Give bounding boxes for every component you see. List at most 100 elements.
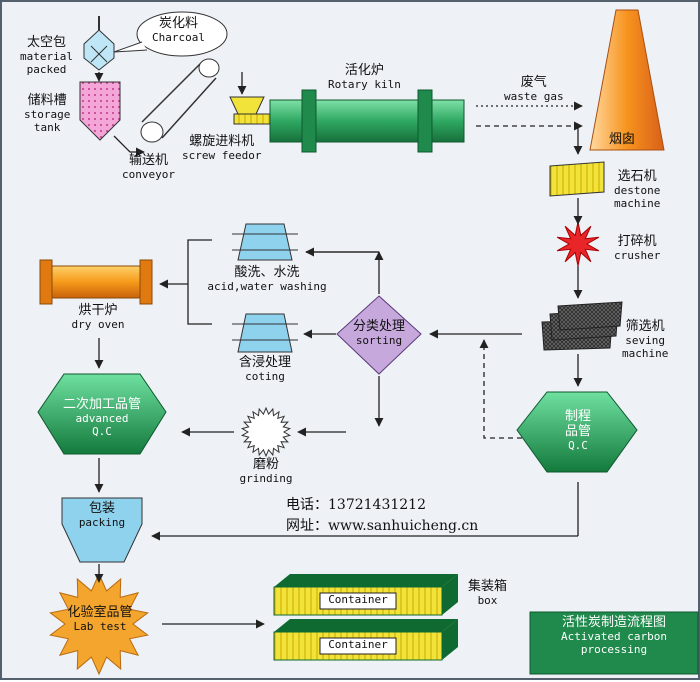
chimney-icon	[589, 9, 665, 151]
container-label-2: Container	[320, 638, 396, 652]
title-box-label: 活性炭制造流程图 Activated carbon processing	[530, 615, 698, 656]
title-zh: 活性炭制造流程图	[561, 615, 666, 630]
conveyor-label: 输送机 conveyor	[122, 153, 175, 182]
title-en2: processing	[580, 642, 648, 656]
container2-text: Container	[328, 638, 388, 651]
charcoal-zh: 炭化料	[158, 16, 198, 31]
sorting-en: sorting	[355, 333, 403, 347]
charcoal-en: Charcoal	[152, 30, 205, 44]
rotary-kiln-icon	[269, 89, 465, 153]
lab-test-label: 化验室品管 Lab test	[48, 605, 152, 634]
dry-oven-en: dry oven	[71, 317, 125, 331]
grinding-en: grinding	[239, 471, 293, 485]
advanced-qc-hexagon	[37, 373, 167, 455]
screw-feeder-label: 螺旋进料机 screw feedor	[182, 134, 262, 163]
destone-en1: destone	[614, 183, 661, 197]
packing-label: 包装 packing	[66, 501, 138, 530]
advanced-qc-en2: Q.C	[92, 424, 112, 438]
website-text: 网址：www.sanhuicheng.cn	[286, 518, 479, 534]
charcoal-bubble	[136, 11, 228, 57]
material-packed-label: 太空包 material packed	[20, 35, 73, 76]
container-label-1: Container	[320, 593, 396, 607]
sorting-zh: 分类处理	[352, 319, 405, 334]
advanced-qc-zh: 二次加工品管	[62, 397, 141, 412]
grinding-icon	[240, 406, 292, 458]
process-qc-hexagon	[516, 391, 638, 473]
material-packed-en1: material	[20, 49, 73, 63]
process-qc-zh2: 品管	[564, 423, 591, 439]
material-packed-zh: 太空包	[26, 35, 66, 50]
phone-text: 电话：13721431212	[286, 497, 426, 513]
acid-wash-icon	[232, 223, 298, 261]
grinding-zh: 磨粉	[252, 457, 279, 472]
storage-tank-icon	[79, 81, 121, 141]
flow-arrows	[94, 72, 583, 629]
lab-test-en: Lab test	[73, 619, 127, 633]
rotary-kiln-label: 活化炉 Rotary kiln	[328, 63, 401, 92]
rotary-kiln-en: Rotary kiln	[328, 77, 401, 91]
crusher-en: crusher	[614, 248, 661, 262]
lab-test-zh: 化验室品管	[67, 605, 133, 620]
sorting-diamond	[336, 295, 422, 375]
seving-en2: machine	[622, 346, 669, 360]
storage-tank-zh: 储料槽	[27, 93, 67, 108]
conveyor-zh: 输送机	[128, 153, 168, 168]
destone-label: 选石机 destone machine	[614, 169, 661, 210]
seving-zh: 筛选机	[625, 319, 665, 334]
container-icon	[273, 574, 458, 661]
material-bag-icon	[83, 16, 115, 71]
dry-oven-label: 烘干炉 dry oven	[66, 303, 130, 332]
acid-wash-label: 酸洗、水洗 acid,water washing	[200, 265, 334, 294]
acid-wash-zh: 酸洗、水洗	[234, 265, 300, 280]
crusher-label: 打碎机 crusher	[614, 234, 661, 263]
dry-oven-zh: 烘干炉	[78, 303, 118, 318]
seving-en1: seving	[625, 333, 666, 347]
container1-text: Container	[328, 593, 388, 606]
rotary-kiln-zh: 活化炉	[344, 63, 384, 78]
advanced-qc-label: 二次加工品管 advanced Q.C	[46, 397, 158, 438]
box-en: box	[477, 593, 498, 607]
box-zh: 集装箱	[468, 579, 508, 594]
title-box	[529, 611, 699, 675]
screw-feeder-icon	[229, 96, 275, 125]
sorting-label: 分类处理 sorting	[345, 319, 413, 348]
crusher-icon	[556, 221, 600, 267]
destone-en2: machine	[614, 196, 661, 210]
storage-tank-en1: storage	[24, 107, 71, 121]
conveyor-icon	[140, 58, 220, 143]
packing-en: packing	[78, 515, 126, 529]
packing-zh: 包装	[88, 501, 115, 516]
waste-gas-zh: 废气	[520, 75, 547, 90]
grinding-label: 磨粉 grinding	[234, 457, 298, 486]
packing-icon	[61, 497, 143, 563]
storage-tank-en2: tank	[33, 120, 61, 134]
process-qc-label: 制程 品管 Q.C	[553, 409, 603, 453]
dry-oven-icon	[39, 259, 153, 305]
coting-en: coting	[245, 369, 285, 383]
destone-zh: 选石机	[617, 169, 657, 184]
title-en1: Activated carbon	[561, 629, 667, 643]
lab-test-icon	[49, 572, 149, 676]
waste-gas-label: 废气 waste gas	[504, 75, 564, 104]
coting-zh: 含浸处理	[238, 355, 291, 370]
chimney-zh: 烟囱	[609, 132, 636, 147]
coting-icon	[232, 313, 298, 353]
destone-machine-icon	[549, 161, 605, 197]
storage-tank-label: 储料槽 storage tank	[24, 93, 71, 134]
waste-gas-en: waste gas	[504, 89, 564, 103]
crusher-zh: 打碎机	[617, 234, 657, 249]
process-qc-en: Q.C	[568, 438, 588, 452]
seving-machine-icon	[541, 301, 623, 351]
coting-label: 含浸处理 coting	[228, 355, 302, 384]
seving-label: 筛选机 seving machine	[622, 319, 669, 360]
conveyor-en: conveyor	[122, 167, 175, 181]
box-label: 集装箱 box	[468, 579, 508, 608]
screw-feeder-en: screw feedor	[182, 148, 262, 162]
chimney-label: 烟囱	[609, 132, 636, 148]
screw-feeder-zh: 螺旋进料机	[189, 134, 255, 149]
process-qc-zh1: 制程	[564, 409, 591, 424]
advanced-qc-en1: advanced	[75, 411, 129, 425]
acid-wash-en: acid,water washing	[207, 279, 327, 293]
